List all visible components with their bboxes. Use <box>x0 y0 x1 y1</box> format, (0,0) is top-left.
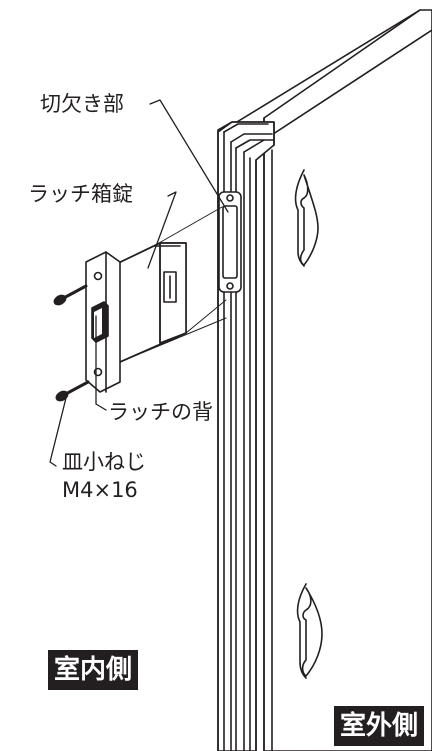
leader-latch-box <box>147 191 177 269</box>
hinge-cutout-upper <box>299 174 319 266</box>
label-latch-box: ラッチ箱錠 <box>28 182 133 206</box>
leader-latch-back <box>95 315 107 411</box>
label-screw-size: M4×16 <box>62 478 138 502</box>
label-cutout: 切欠き部 <box>40 92 124 116</box>
leader-cutout <box>149 99 229 213</box>
door-leaf <box>231 9 432 751</box>
latch-box <box>107 242 187 363</box>
flat-head-screw-lower <box>55 380 90 402</box>
leader-lines <box>49 99 229 467</box>
hinge-cutout-upper-outline <box>294 169 305 267</box>
label-screw-name: 皿小ねじ <box>62 450 146 474</box>
leader-screw <box>49 397 67 467</box>
flat-head-screw-upper <box>53 284 88 306</box>
hinge-cutout-lower-outline <box>296 583 307 679</box>
hinge-cutout-lower <box>301 587 323 677</box>
latch-faceplate <box>85 251 121 393</box>
badge-outdoor-side: 室外側 <box>334 706 425 746</box>
badge-indoor-side: 室内側 <box>48 650 139 690</box>
mortise-cutout <box>218 191 242 293</box>
label-latch-back: ラッチの背 <box>108 400 213 424</box>
